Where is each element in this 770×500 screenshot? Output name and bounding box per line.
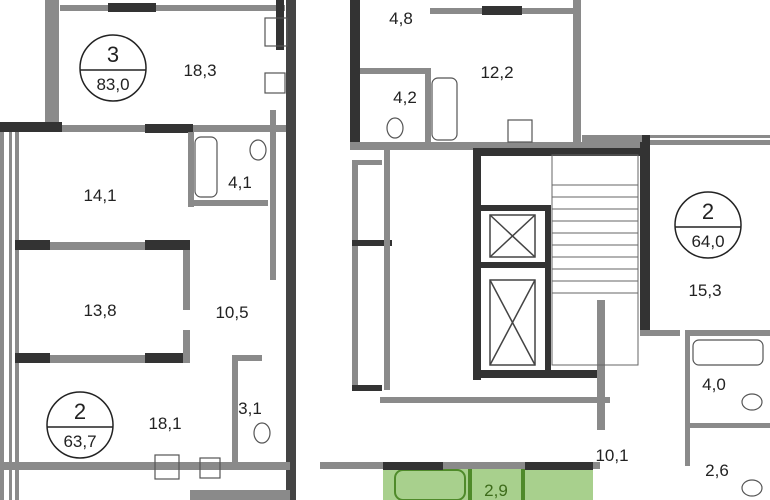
stove-icon xyxy=(507,119,533,143)
room-area-label: 15,3 xyxy=(688,281,721,300)
toilet-icon xyxy=(741,393,763,411)
room-area-label: 3,1 xyxy=(238,399,262,418)
room-count: 2 xyxy=(702,199,714,224)
room-area-label: 12,2 xyxy=(480,63,513,82)
stove-icon xyxy=(154,454,180,480)
room-area-label: 4,0 xyxy=(702,375,726,394)
bathtub-icon xyxy=(194,136,218,198)
room-area-label: 18,1 xyxy=(148,414,181,433)
toilet-icon xyxy=(249,139,267,161)
apartment-area: 83,0 xyxy=(96,75,129,94)
stove-icon xyxy=(264,17,288,47)
room-area-label: 2,9 xyxy=(484,481,508,500)
room-area-label: 18,3 xyxy=(183,61,216,80)
room-area-label: 4,1 xyxy=(228,173,252,192)
room-count: 3 xyxy=(107,42,119,67)
room-count: 2 xyxy=(74,399,86,424)
fixtures xyxy=(154,17,764,497)
room-area-label: 13,8 xyxy=(83,301,116,320)
room-area-label: 4,8 xyxy=(389,9,413,28)
apartment-badge[interactable]: 2 64,0 xyxy=(674,191,742,259)
elevator-icon xyxy=(489,214,536,366)
highlighted-unit[interactable] xyxy=(383,467,593,500)
staircase xyxy=(551,154,639,366)
toilet-icon xyxy=(386,117,404,139)
toilet-icon xyxy=(253,422,271,444)
toilet-icon xyxy=(741,479,763,497)
sink-icon xyxy=(264,72,286,94)
room-area-label: 10,1 xyxy=(595,446,628,465)
bathtub-icon xyxy=(431,77,458,141)
bathtub-icon xyxy=(692,339,764,366)
apartment-area: 63,7 xyxy=(63,432,96,451)
room-area-label: 10,5 xyxy=(215,303,248,322)
room-area-label: 2,6 xyxy=(705,461,729,480)
apartment-badge[interactable]: 2 63,7 xyxy=(46,391,114,459)
apartment-area: 64,0 xyxy=(691,232,724,251)
room-area-label: 14,1 xyxy=(83,186,116,205)
apartment-badge[interactable]: 3 83,0 xyxy=(79,34,147,102)
sink-icon xyxy=(199,457,221,479)
room-labels: 18,3 14,1 13,8 10,5 4,1 18,1 3,1 4,8 4,2… xyxy=(83,9,728,500)
room-area-label: 4,2 xyxy=(393,88,417,107)
